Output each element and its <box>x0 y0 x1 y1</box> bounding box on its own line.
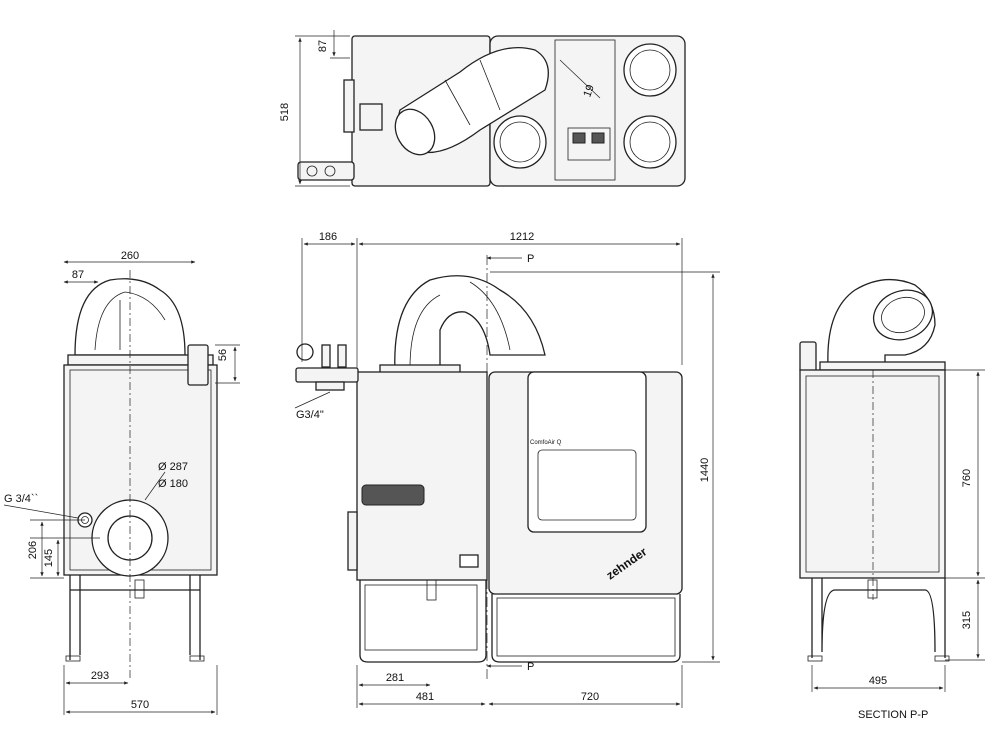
section-view-dim-760: 760 <box>961 469 973 487</box>
left-view-dim-145: 145 <box>43 549 55 567</box>
left-view-connection-label: G 3/4`` <box>4 493 38 505</box>
top-view-port-2 <box>623 43 677 97</box>
top-view-port-3 <box>623 115 677 169</box>
top-view: 518 87 19 <box>279 30 686 187</box>
front-view-section-marker-bottom: P <box>527 661 534 673</box>
front-view-connection-label: G3/4" <box>296 409 324 421</box>
left-view-dim-valve-height: 56 <box>217 349 229 361</box>
front-view-dim-281: 281 <box>386 672 404 684</box>
front-view-dim-186: 186 <box>319 231 337 243</box>
left-view: 260 87 56 G 3/4`` Ø 287 Ø 180 206 145 29… <box>3 250 240 715</box>
front-view-dim-height: 1440 <box>699 458 711 482</box>
front-view-dim-720: 720 <box>581 691 599 703</box>
front-view-label-plate <box>459 554 479 568</box>
section-view-body <box>799 369 946 579</box>
top-view-dim-angle: 19 <box>581 83 596 99</box>
left-view-stand <box>69 575 201 660</box>
section-view-caption: SECTION P-P <box>858 709 928 721</box>
top-view-port-1 <box>493 115 547 169</box>
section-view-top-plate <box>819 361 946 371</box>
front-view-elbow <box>394 275 546 373</box>
front-view: ComfoAir Q zehnder P P 186 1212 G3/4" 14… <box>294 231 720 708</box>
front-view-pressure-gauge <box>296 343 314 361</box>
front-view-left-stand <box>359 580 487 663</box>
top-view-side-stub <box>343 79 355 133</box>
top-view-dim-offset: 87 <box>317 40 329 52</box>
left-view-dim-206: 206 <box>27 541 39 559</box>
front-view-dim-total-width: 1212 <box>510 231 534 243</box>
front-view-dim-481: 481 <box>416 691 434 703</box>
section-view: 760 315 495 SECTION P-P <box>799 278 985 721</box>
section-view-dim-315: 315 <box>961 611 973 629</box>
left-view-dim-total-width: 570 <box>131 699 149 711</box>
top-view-center-panel <box>554 39 616 181</box>
front-view-model-label: ComfoAir Q <box>530 440 562 446</box>
left-view-dim-outer-diameter: Ø 287 <box>158 461 188 473</box>
left-view-dim-293: 293 <box>91 670 109 682</box>
section-view-valve <box>799 341 817 373</box>
top-view-control-module <box>567 127 611 161</box>
front-view-section-marker-top: P <box>527 253 534 265</box>
section-view-dim-495: 495 <box>869 675 887 687</box>
front-view-valve-assembly <box>295 367 359 383</box>
front-view-handle[interactable] <box>361 484 425 506</box>
section-view-stand <box>811 578 946 658</box>
left-view-elbow <box>74 278 186 356</box>
left-view-valve <box>187 344 209 386</box>
top-view-side-box <box>359 103 383 131</box>
top-view-valve-block <box>297 161 355 181</box>
left-view-dim-inner-diameter: Ø 180 <box>158 478 188 490</box>
front-view-front-panel <box>527 371 647 533</box>
front-view-side-stub <box>347 511 358 571</box>
front-view-right-stand <box>491 594 681 663</box>
front-view-left-body <box>356 371 488 581</box>
left-view-dim-top-offset: 87 <box>72 269 84 281</box>
top-view-dim-height: 518 <box>279 103 291 121</box>
left-view-dim-top-width: 260 <box>121 250 139 262</box>
